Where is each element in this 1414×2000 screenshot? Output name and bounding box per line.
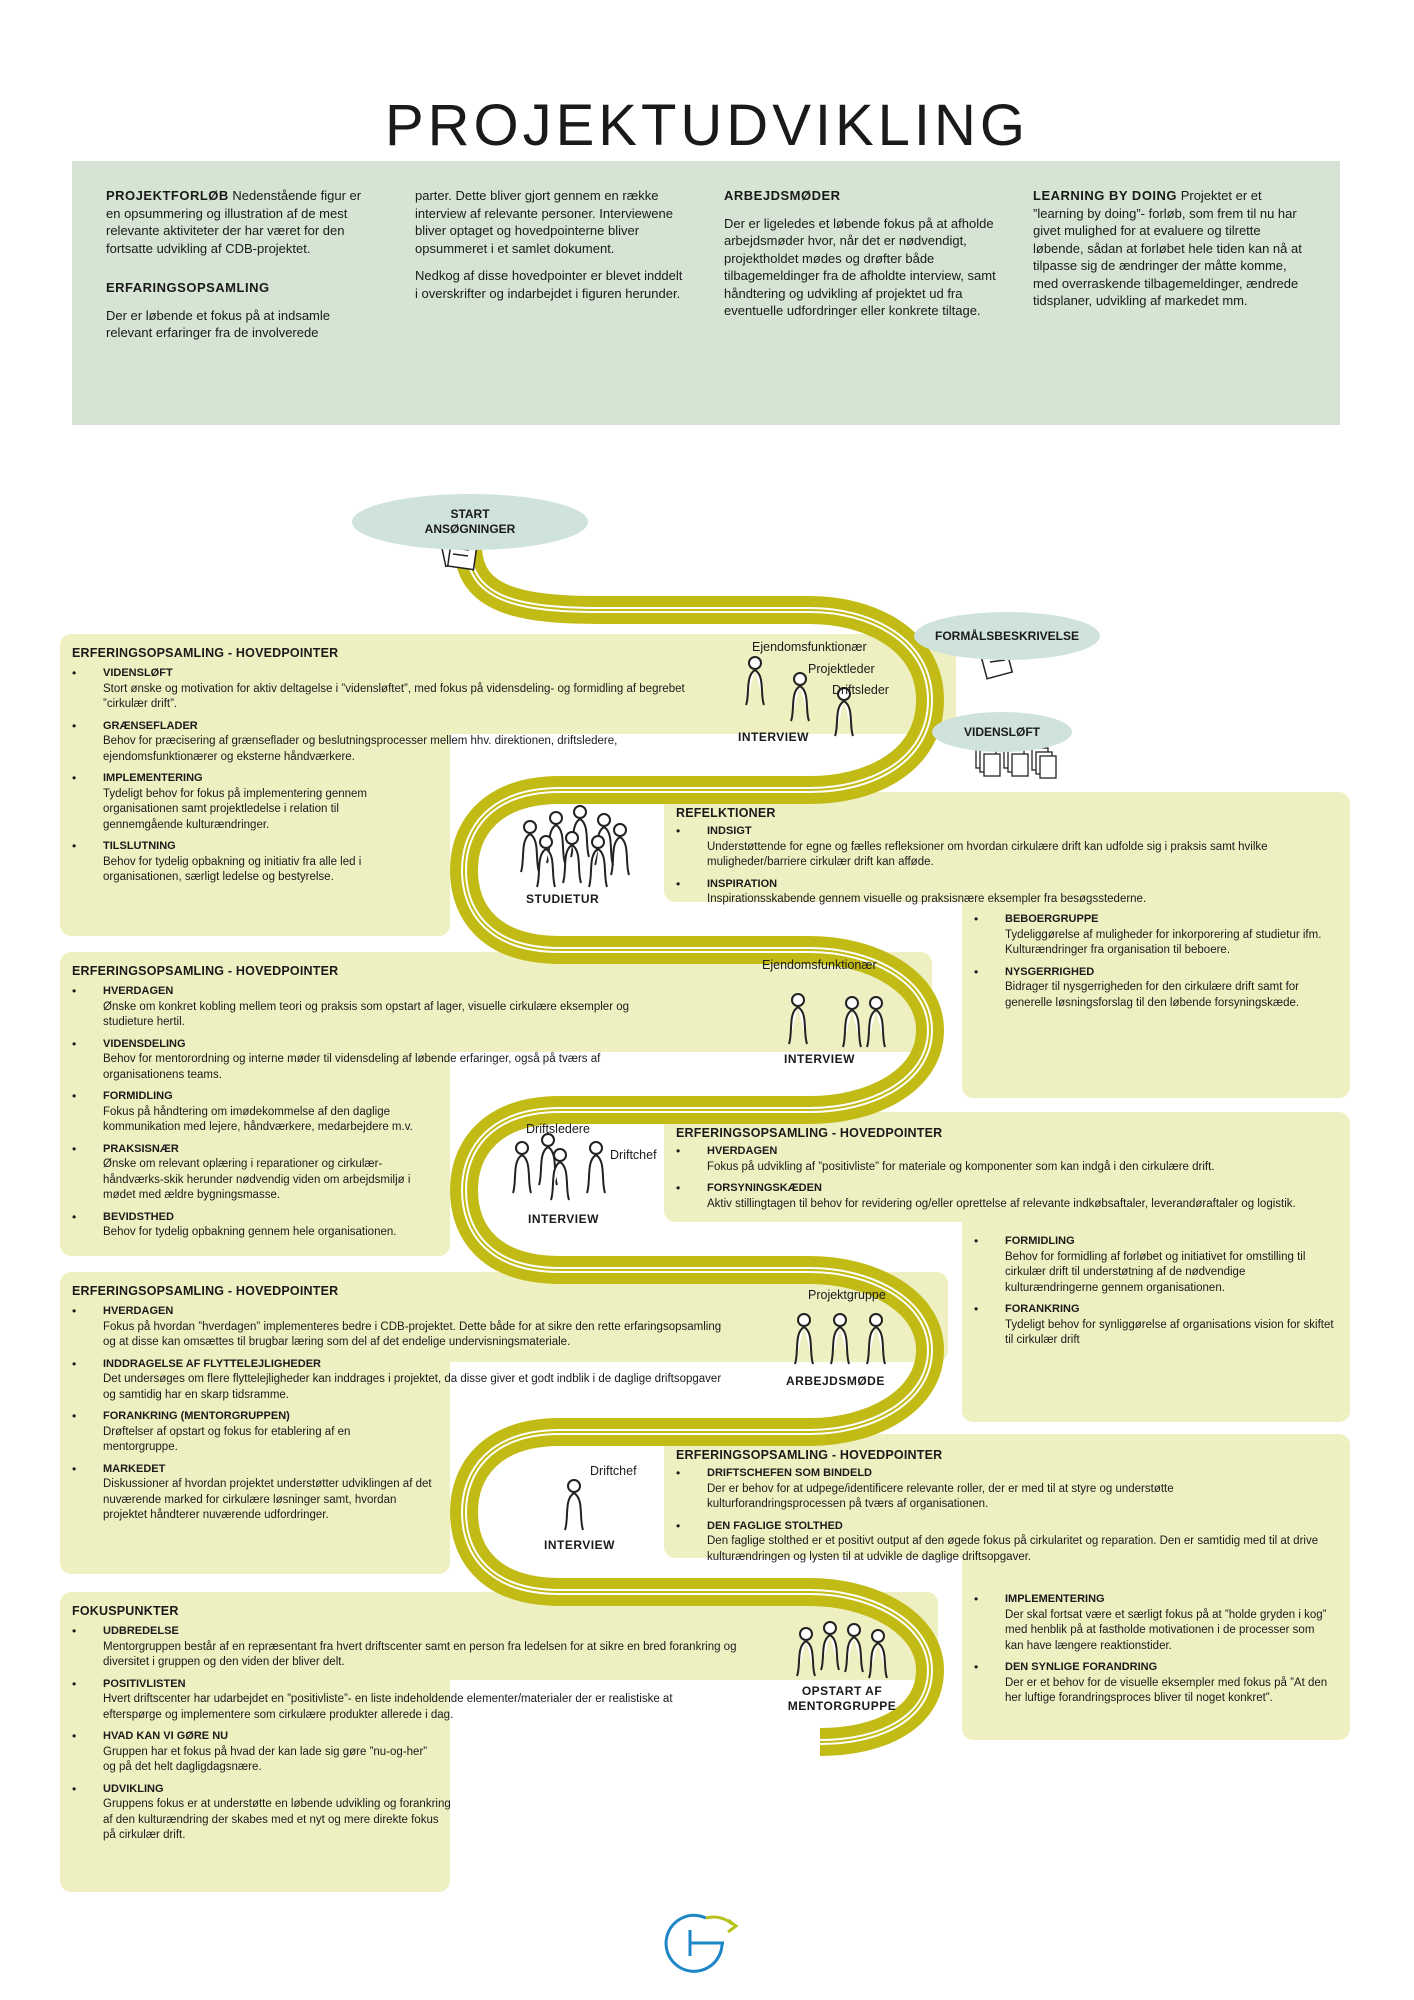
arbejdsmode-caption: ARBEJDSMØDE — [786, 1374, 885, 1388]
milestone-start: START ANSØGNINGER — [352, 494, 588, 550]
intro-col4-title: LEARNING BY DOING — [1033, 188, 1178, 203]
interview-caption: INTERVIEW — [544, 1538, 615, 1552]
list-item: FORANKRING (MENTORGRUPPEN)Drøftelser af … — [72, 1409, 732, 1456]
box2-title: REFELKTIONER — [676, 806, 776, 820]
intro-col-2: parter. Dette bliver gjort gennem en ræk… — [415, 187, 687, 312]
intro-col3-text: Der er ligeledes et løbende fokus på at … — [724, 215, 996, 319]
intro-panel: PROJEKTFORLØB Nedenstående figur er en o… — [72, 161, 1340, 425]
box6-title: ERFERINGSOPSAMLING - HOVEDPOINTER — [676, 1448, 943, 1462]
documents-stack-icon — [975, 745, 1057, 779]
figure-label: Ejendomsfunktionær — [752, 640, 867, 654]
mentorgruppe-caption: OPSTART AF MENTORGRUPPE — [787, 1684, 897, 1713]
intro-col1-text: Nedenstående figur er en opsummering og … — [106, 188, 362, 256]
intro-col-3: ARBEJDSMØDER Der er ligeledes et løbende… — [724, 187, 996, 330]
figure-label: Projektleder — [808, 662, 875, 676]
intro-col1-title: PROJEKTFORLØB — [106, 188, 229, 203]
intro-col1b-title: ERFARINGSOPSAMLING — [106, 280, 270, 295]
cdb-logo-icon — [664, 1913, 739, 1973]
figure-label: Projektgruppe — [808, 1288, 886, 1302]
interview-caption: INTERVIEW — [738, 730, 809, 744]
intro-col-1: PROJEKTFORLØB Nedenstående figur er en o… — [106, 187, 378, 352]
figure-label: Ejendomsfunktionær — [762, 958, 877, 972]
intro-col3-title: ARBEJDSMØDER — [724, 188, 841, 203]
milestone-formaal: FORMÅLSBESKRIVELSE — [914, 612, 1100, 660]
milestone-videnslot: VIDENSLØFT — [932, 712, 1072, 752]
studietur-caption: STUDIETUR — [526, 892, 600, 906]
box7-title: FOKUSPUNKTER — [72, 1604, 179, 1618]
intro-col1b-text: Der er løbende et fokus på at indsamle r… — [106, 307, 331, 341]
page-title: PROJEKTUDVIKLING — [384, 93, 1030, 158]
intro-col-4: LEARNING BY DOING Projektet er et ”learn… — [1033, 187, 1305, 320]
intro-col4-text: Projektet er et ”learning by doing”- for… — [1033, 188, 1302, 308]
box3-title: ERFERINGSOPSAMLING - HOVEDPOINTER — [72, 964, 339, 978]
box4-title: ERFERINGSOPSAMLING - HOVEDPOINTER — [676, 1126, 943, 1140]
interview-caption: INTERVIEW — [784, 1052, 855, 1066]
intro-col2-text2: Nedkog af disse hovedpointer er blevet i… — [415, 268, 683, 301]
intro-col2-text1: parter. Dette bliver gjort gennem en ræk… — [415, 188, 673, 256]
box1-title: ERFERINGSOPSAMLING - HOVEDPOINTER — [72, 646, 339, 660]
figure-label: Driftsleder — [832, 683, 889, 697]
box5-title: ERFERINGSOPSAMLING - HOVEDPOINTER — [72, 1284, 339, 1298]
